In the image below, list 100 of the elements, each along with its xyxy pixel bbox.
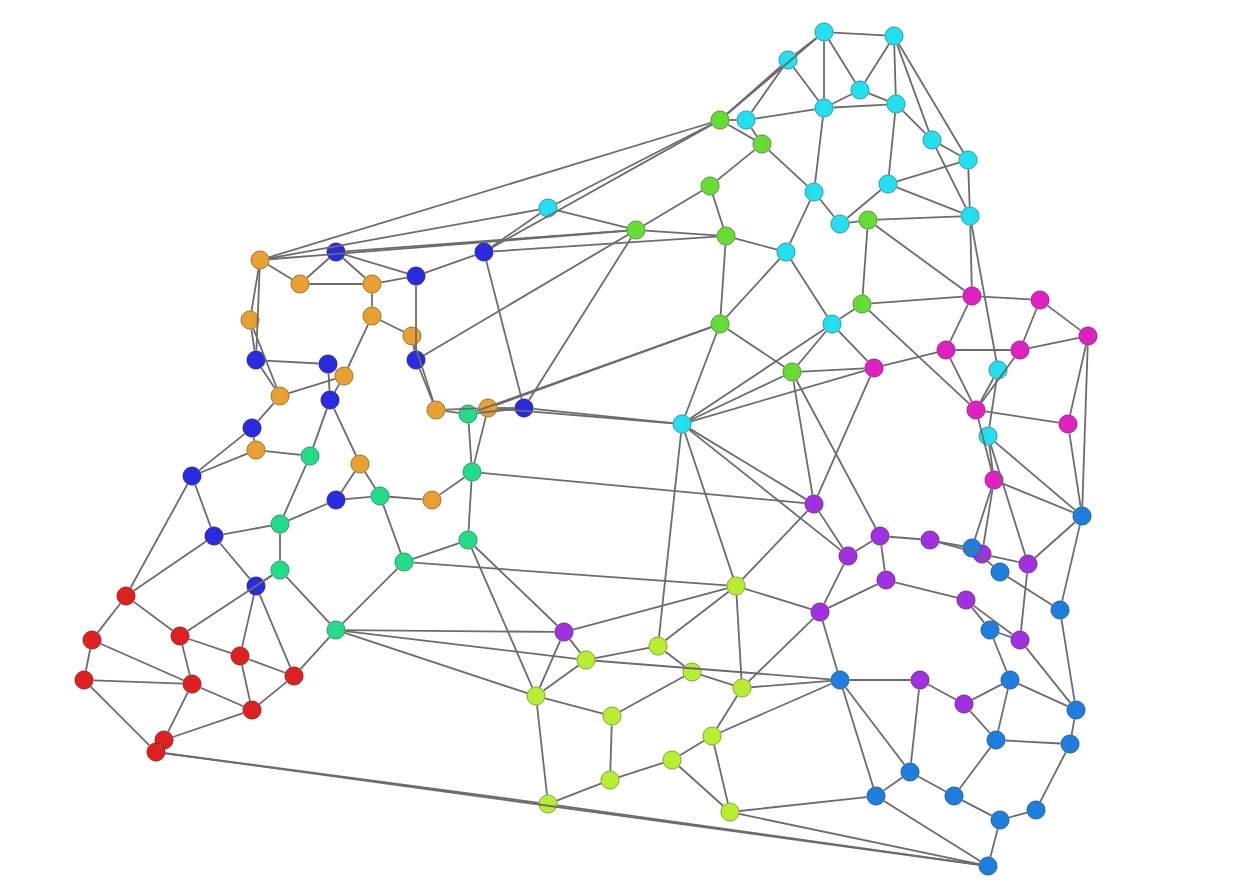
graph-edge [958, 746, 992, 790]
graph-edge [252, 327, 278, 389]
graph-edge [848, 679, 912, 681]
graph-edge [992, 637, 1008, 673]
graph-node [920, 530, 940, 550]
graph-node [1058, 414, 1078, 434]
graph-edge [818, 511, 844, 550]
graph-edge [164, 752, 980, 866]
graph-node [406, 350, 426, 370]
graph-edge [594, 646, 650, 660]
graph-edge [415, 284, 417, 352]
graph-node [682, 662, 702, 682]
graph-node [326, 490, 346, 510]
graph-edge [895, 186, 963, 214]
graph-edge [989, 444, 1027, 556]
graph-node [878, 174, 898, 194]
graph-node [394, 552, 414, 572]
graph-edge [954, 349, 1012, 351]
graph-edge [971, 606, 986, 624]
graph-edge [990, 555, 1020, 563]
graph-edge [96, 602, 122, 634]
graph-edge [988, 378, 998, 428]
graph-edge [129, 483, 189, 589]
graph-node [554, 622, 574, 642]
graph-node [300, 446, 320, 466]
graph-edge [258, 681, 288, 705]
graph-node [804, 494, 824, 514]
graph-edge [444, 407, 480, 411]
graph-edge [728, 119, 738, 121]
graph-edge [823, 563, 845, 605]
graph-node [864, 358, 884, 378]
graph-edge [716, 149, 756, 181]
graph-edge [1081, 344, 1089, 508]
graph-node [648, 636, 668, 656]
graph-edge [199, 686, 245, 708]
graph-edge [901, 109, 927, 135]
graph-edge [800, 367, 866, 373]
graph-node [956, 590, 976, 610]
graph-edge [938, 541, 974, 553]
graph-edge [750, 679, 832, 689]
graph-edge [194, 483, 212, 529]
graph-node [462, 462, 482, 482]
graph-node [910, 670, 930, 690]
graph-node [922, 130, 942, 150]
graph-edge [893, 44, 897, 96]
graph-edge [536, 704, 548, 796]
graph-edge [719, 244, 727, 316]
graph-node [182, 466, 202, 486]
graph-node [350, 454, 370, 474]
graph-node [988, 360, 1008, 380]
graph-edge [727, 123, 755, 141]
graph-edge [438, 476, 466, 496]
graph-edge [268, 121, 712, 259]
graph-edge [282, 463, 308, 517]
graph-node [1000, 670, 1020, 690]
graph-node [782, 362, 802, 382]
graph-edge [1070, 718, 1076, 736]
graph-edge [264, 359, 320, 365]
graph-edge [894, 581, 958, 599]
graph-edge [910, 688, 920, 764]
graph-edge [333, 407, 357, 457]
graph-edge [827, 583, 879, 609]
graph-edge [754, 108, 816, 120]
graph-edge [333, 383, 341, 393]
graph-edge [750, 66, 784, 114]
graph-node [838, 546, 858, 566]
graph-node [978, 426, 998, 446]
graph-edge [688, 328, 826, 420]
graph-node [900, 762, 920, 782]
graph-edge [741, 509, 809, 581]
graph-edge [418, 367, 434, 403]
graph-edge [555, 123, 713, 205]
graph-node [990, 562, 1010, 582]
graph-edge [186, 574, 274, 632]
graph-node [246, 350, 266, 370]
graph-node [672, 414, 692, 434]
graph-node [602, 706, 622, 726]
graph-edge [980, 295, 1032, 301]
graph-edge [1001, 482, 1075, 514]
graph-node [1078, 326, 1098, 346]
graph-node [662, 750, 682, 770]
graph-node [710, 110, 730, 130]
graph-edge [935, 147, 967, 209]
graph-edge [344, 630, 578, 660]
graph-edge [882, 776, 904, 792]
graph-edge [344, 495, 372, 501]
graph-edge [837, 329, 869, 363]
graph-edge [841, 688, 875, 788]
graph-edge [896, 43, 930, 133]
graph-edge [961, 799, 993, 817]
graph-node [1018, 554, 1038, 574]
graph-edge [306, 257, 330, 279]
graph-edge [84, 648, 92, 672]
graph-node [270, 386, 290, 406]
graph-edge [267, 263, 293, 281]
graph-edge [1034, 521, 1076, 559]
graph-edge [1020, 572, 1028, 632]
graph-edge [89, 685, 151, 747]
graph-edge [247, 658, 287, 674]
graph-edge [308, 283, 364, 285]
